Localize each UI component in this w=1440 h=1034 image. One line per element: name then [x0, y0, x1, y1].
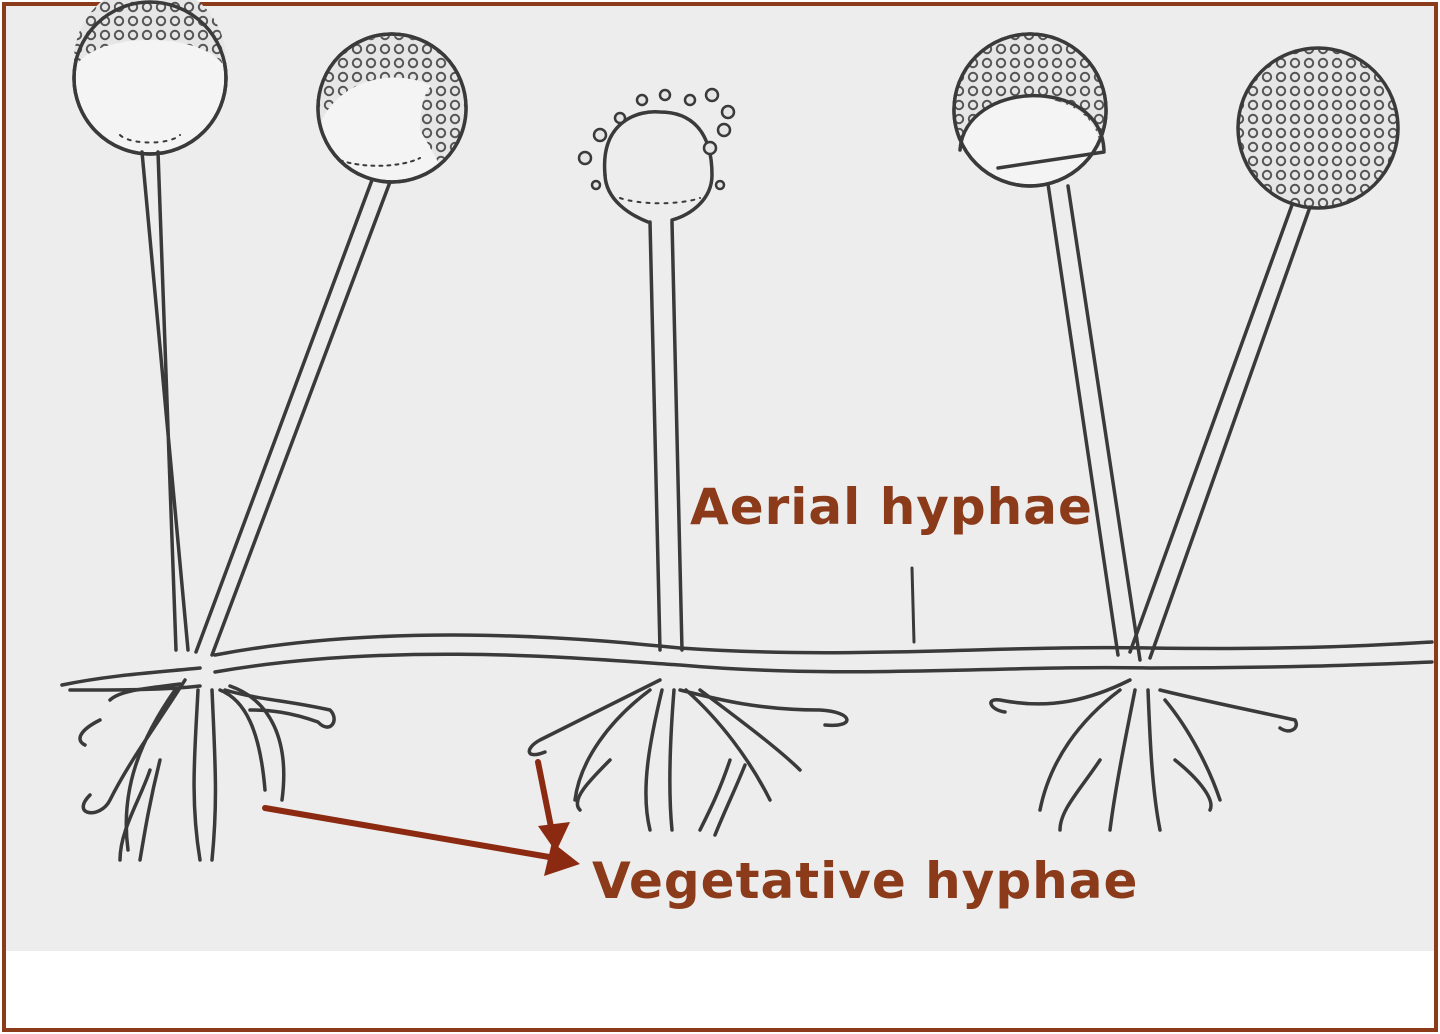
vegetative-hyphae-label: Vegetative hyphae	[592, 852, 1139, 910]
stolon-lower	[213, 652, 1434, 674]
aerial-pointer-line	[910, 566, 916, 644]
rhizoids-2	[527, 678, 849, 837]
arrowhead-top	[538, 822, 570, 852]
bottom-margin	[6, 951, 1434, 1028]
aerial-hyphae-label: Aerial hyphae	[690, 478, 1093, 536]
sporangiophore-1	[140, 150, 190, 652]
sporangium-3	[577, 87, 736, 652]
sporangiophore-5	[1128, 203, 1312, 660]
arrowhead-left	[544, 842, 580, 876]
rhizoids-3	[989, 678, 1298, 832]
vegetative-arrows	[262, 759, 558, 861]
sporangiophore-2	[194, 178, 392, 657]
paper-background	[6, 6, 1434, 951]
sporangiophore-4	[1046, 182, 1142, 662]
sporangium-1	[72, 0, 228, 652]
sporangium-2	[194, 32, 468, 657]
sporangiophore-3	[648, 220, 684, 652]
rhizoids-1	[78, 678, 336, 862]
sporangium-4	[952, 32, 1142, 662]
stolon-upper	[213, 633, 1434, 657]
sporangium-5	[1128, 46, 1400, 660]
